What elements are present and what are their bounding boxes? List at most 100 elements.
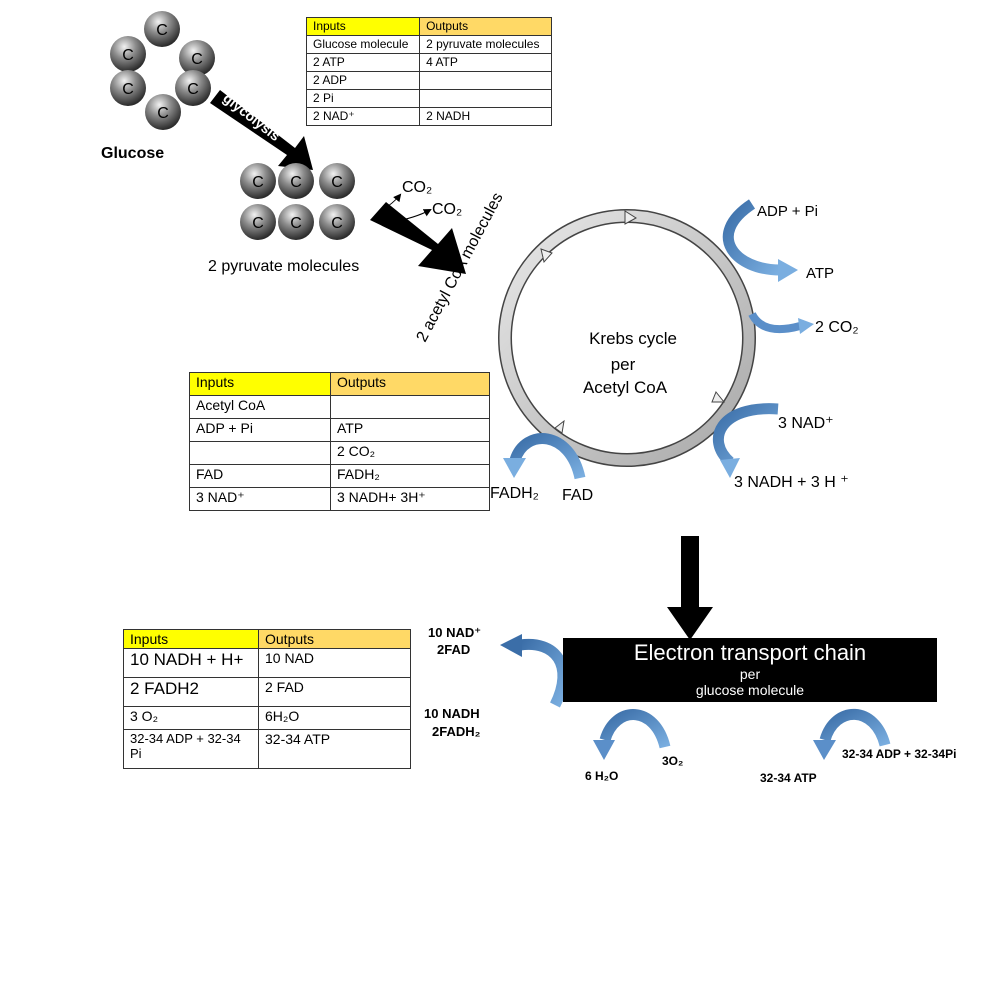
glucose-label: Glucose bbox=[101, 145, 164, 162]
svg-text:C: C bbox=[252, 215, 264, 232]
krebs-nadh-label: 3 NADH + 3 H ⁺ bbox=[734, 474, 849, 491]
cycle-arrowhead bbox=[711, 391, 726, 403]
krebs-adp-label: ADP + Pi bbox=[757, 203, 818, 220]
carbon-atom: C bbox=[319, 163, 355, 199]
etc-adp-label: 32-34 ADP + 32-34Pi bbox=[842, 747, 956, 761]
table-cell: Glucose molecule bbox=[305, 35, 421, 54]
table-cell: 10 NADH + H+ bbox=[123, 648, 259, 678]
table-header-row: Inputs Outputs bbox=[305, 17, 552, 36]
svg-text:C: C bbox=[156, 22, 168, 39]
krebs-fad-label: FAD bbox=[562, 487, 593, 504]
table-cell: 4 ATP bbox=[419, 53, 552, 72]
table-header-row: Inputs Outputs bbox=[189, 372, 490, 396]
carbon-atom: C bbox=[278, 204, 314, 240]
svg-text:C: C bbox=[331, 174, 343, 191]
table-cell: 2 NAD⁺ bbox=[305, 107, 421, 126]
svg-text:C: C bbox=[122, 47, 134, 64]
krebs-cycle-ring bbox=[498, 209, 756, 467]
to-krebs-arrow bbox=[370, 202, 466, 274]
table-row: 3 NAD⁺3 NADH+ 3H⁺ bbox=[189, 487, 490, 511]
svg-text:C: C bbox=[122, 81, 134, 98]
etc-subtitle-2: glucose molecule bbox=[695, 682, 805, 698]
table-cell: 3 NADH+ 3H⁺ bbox=[330, 487, 490, 511]
krebs-title-2: per bbox=[611, 355, 636, 374]
table-cell: 3 NAD⁺ bbox=[189, 487, 331, 511]
table-cell: 2 ATP bbox=[305, 53, 421, 72]
pyruvate-label: 2 pyruvate molecules bbox=[208, 258, 359, 275]
table-cell bbox=[419, 71, 552, 90]
pyruvate-balls: C C C C C C bbox=[240, 163, 355, 240]
carbon-atom: C bbox=[240, 204, 276, 240]
table-cell: 2 pyruvate molecules bbox=[419, 35, 552, 54]
co2-label-a: CO₂ bbox=[402, 179, 432, 196]
header-inputs: Inputs bbox=[123, 629, 259, 649]
table-row: 2 Pi bbox=[305, 89, 552, 108]
carbon-atom: C bbox=[278, 163, 314, 199]
svg-text:C: C bbox=[191, 51, 203, 68]
etc-box: Electron transport chain per glucose mol… bbox=[563, 638, 937, 702]
etc-title: Electron transport chain bbox=[633, 640, 867, 665]
etc-nad-label: 10 NAD⁺ bbox=[428, 625, 481, 640]
table-cell: 2 CO₂ bbox=[330, 441, 490, 465]
etc-fadh2-label: 2FADH₂ bbox=[432, 724, 481, 739]
table-cell: 2 Pi bbox=[305, 89, 421, 108]
etc-table: Inputs Outputs 10 NADH + H+10 NAD 2 FADH… bbox=[123, 629, 411, 769]
etc-nadh-arrow bbox=[500, 634, 569, 708]
carbon-atom: C bbox=[110, 70, 146, 106]
table-cell: 3 O₂ bbox=[123, 706, 259, 730]
glycolysis-arrow: glycolysis bbox=[210, 90, 313, 170]
cycle-arrowhead bbox=[554, 419, 565, 434]
etc-fad-label: 2FAD bbox=[437, 642, 470, 657]
table-cell: 32-34 ATP bbox=[258, 729, 411, 769]
krebs-title-3: Acetyl CoA bbox=[583, 378, 668, 397]
etc-o2-arrow bbox=[593, 709, 671, 760]
svg-text:C: C bbox=[331, 215, 343, 232]
header-outputs: Outputs bbox=[419, 17, 552, 36]
svg-text:C: C bbox=[187, 81, 199, 98]
header-outputs: Outputs bbox=[258, 629, 411, 649]
krebs-title-1: Krebs cycle bbox=[589, 329, 677, 348]
co2-release-arrow bbox=[748, 311, 814, 334]
carbon-atom: C bbox=[175, 70, 211, 106]
carbon-atom: C bbox=[144, 11, 180, 47]
krebs-co2-label: 2 CO₂ bbox=[815, 319, 859, 336]
cycle-arrowhead bbox=[540, 248, 553, 264]
table-cell bbox=[419, 89, 552, 108]
table-cell: 2 FADH2 bbox=[123, 677, 259, 707]
etc-h2o-label: 6 H₂O bbox=[585, 769, 618, 783]
header-inputs: Inputs bbox=[189, 372, 331, 396]
glycolysis-label: glycolysis bbox=[220, 90, 283, 144]
svg-text:C: C bbox=[290, 215, 302, 232]
fad-to-fadh2-arrow bbox=[503, 433, 586, 480]
header-outputs: Outputs bbox=[330, 372, 490, 396]
table-row: 2 ADP bbox=[305, 71, 552, 90]
table-cell: ADP + Pi bbox=[189, 418, 331, 442]
krebs-fadh2-label: FADH₂ bbox=[490, 485, 539, 502]
table-cell: ATP bbox=[330, 418, 490, 442]
table-cell: 2 NADH bbox=[419, 107, 552, 126]
table-row: 10 NADH + H+10 NAD bbox=[123, 648, 411, 678]
table-cell: 2 ADP bbox=[305, 71, 421, 90]
etc-nadh-label: 10 NADH bbox=[424, 706, 480, 721]
cycle-arrowhead bbox=[624, 210, 637, 225]
table-cell: 2 FAD bbox=[258, 677, 411, 707]
carbon-atom: C bbox=[319, 204, 355, 240]
carbon-atom: C bbox=[240, 163, 276, 199]
table-cell: 10 NAD bbox=[258, 648, 411, 678]
table-header-row: Inputs Outputs bbox=[123, 629, 411, 649]
carbon-atom: C bbox=[145, 94, 181, 130]
table-cell bbox=[189, 441, 331, 465]
table-cell: FAD bbox=[189, 464, 331, 488]
table-cell: Acetyl CoA bbox=[189, 395, 331, 419]
svg-text:C: C bbox=[290, 174, 302, 191]
header-inputs: Inputs bbox=[305, 17, 421, 36]
table-cell: 6H₂O bbox=[258, 706, 411, 730]
